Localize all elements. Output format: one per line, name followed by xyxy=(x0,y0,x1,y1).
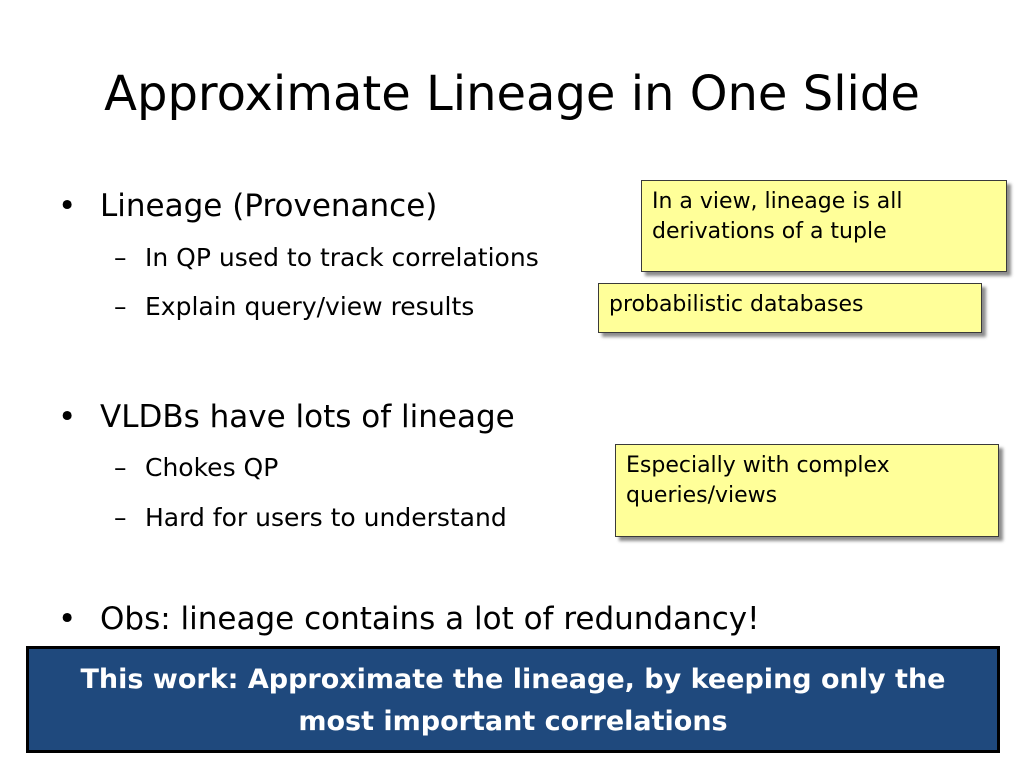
sub-bullet-marker: – xyxy=(114,503,127,532)
sub-bullet-marker: – xyxy=(114,453,127,482)
slide-title: Approximate Lineage in One Slide xyxy=(104,66,920,122)
bullet-marker: • xyxy=(58,601,77,637)
bullet-marker: • xyxy=(58,188,77,224)
callout-note-complex-queries: Especially with complex queries/views xyxy=(615,444,999,537)
sub-bullet-track-correlations: –In QP used to track correlations xyxy=(114,241,539,275)
sub-bullet-text: Hard for users to understand xyxy=(145,503,507,532)
sub-bullet-marker: – xyxy=(114,243,127,272)
summary-banner: This work: Approximate the lineage, by k… xyxy=(26,646,1000,753)
callout-note-probabilistic: probabilistic databases xyxy=(598,283,982,333)
callout-note-view-lineage: In a view, lineage is all derivations of… xyxy=(641,180,1007,272)
banner-line-2: most important correlations xyxy=(298,706,728,737)
bullet-text: VLDBs have lots of lineage xyxy=(100,399,515,435)
bullet-lineage: • Lineage (Provenance) xyxy=(58,186,437,226)
bullet-text: Obs: lineage contains a lot of redundanc… xyxy=(100,601,760,637)
bullet-marker: • xyxy=(58,399,77,435)
sub-bullet-marker: – xyxy=(114,292,127,321)
sub-bullet-text: In QP used to track correlations xyxy=(145,243,539,272)
sub-bullet-text: Chokes QP xyxy=(145,453,279,482)
sub-bullet-hard-to-understand: –Hard for users to understand xyxy=(114,501,507,535)
bullet-vldbs: • VLDBs have lots of lineage xyxy=(58,397,515,437)
bullet-text: Lineage (Provenance) xyxy=(100,188,438,224)
sub-bullet-chokes-qp: –Chokes QP xyxy=(114,451,278,485)
banner-line-1: This work: Approximate the lineage, by k… xyxy=(80,664,946,695)
sub-bullet-explain-results: –Explain query/view results xyxy=(114,290,474,324)
bullet-redundancy: • Obs: lineage contains a lot of redundan… xyxy=(58,599,760,639)
sub-bullet-text: Explain query/view results xyxy=(145,292,475,321)
